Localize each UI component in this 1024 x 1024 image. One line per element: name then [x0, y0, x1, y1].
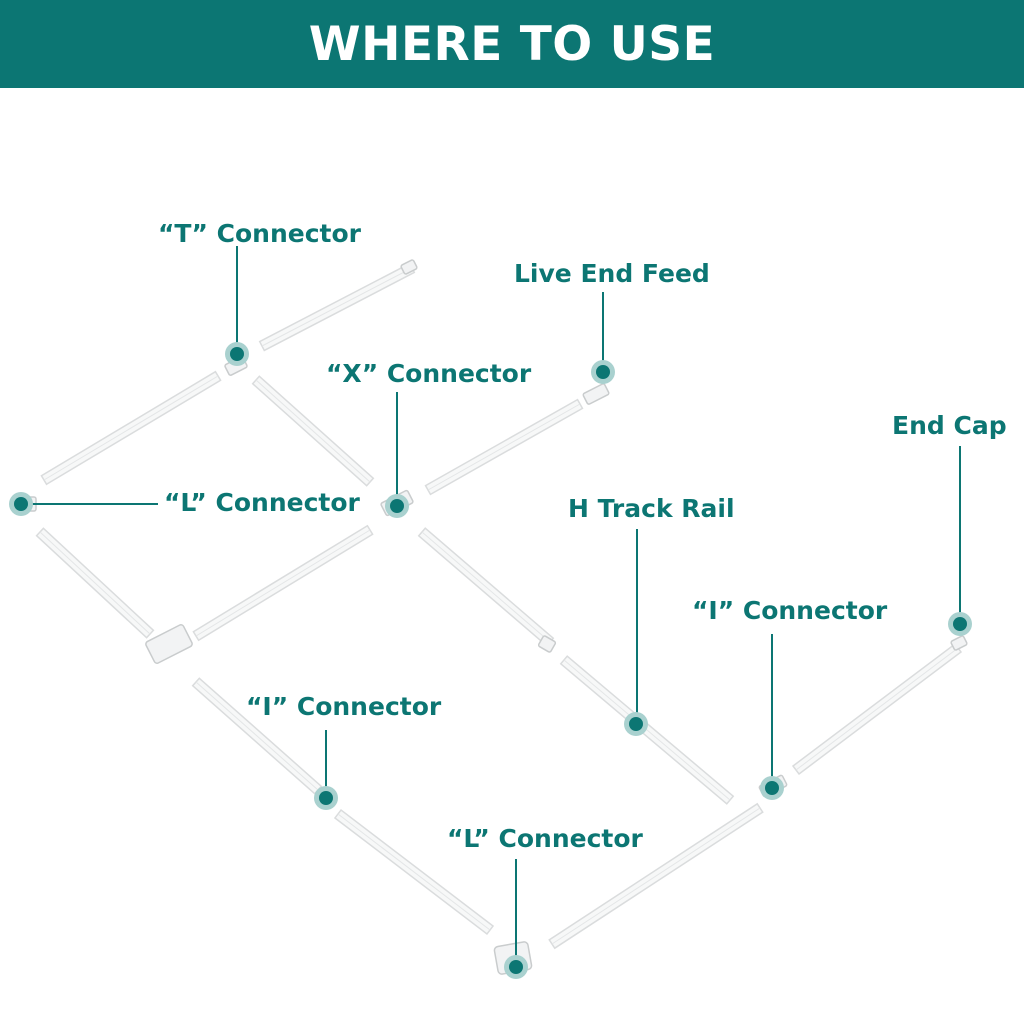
track-rail-groove [195, 681, 319, 791]
label-l-connector-bottom: “L” Connector [447, 824, 644, 853]
dot-x-connector [385, 494, 409, 518]
rail-end-piece [537, 635, 557, 653]
dot-live-end-feed [591, 360, 615, 384]
track-rail-groove [421, 531, 551, 643]
label-end-cap: End Cap [892, 411, 1007, 440]
end-cap-piece-top [400, 259, 418, 275]
t-connector-piece-middle [145, 624, 193, 664]
track-rail-groove [195, 529, 371, 637]
rail-group [35, 262, 963, 950]
track-rail-groove [261, 267, 413, 347]
track-rail-groove [337, 813, 491, 931]
dot-l-connector-bottom [504, 955, 528, 979]
track-rail-groove [795, 647, 959, 771]
track-rail-groove [551, 807, 761, 945]
label-h-track-rail: H Track Rail [568, 494, 735, 523]
track-rail-groove [43, 375, 219, 481]
dot-end-cap [948, 612, 972, 636]
dot-l-connector-left [9, 492, 33, 516]
label-i-connector-right: “I” Connector [692, 596, 888, 625]
dot-i-connector-left [314, 786, 338, 810]
end-cap-piece [950, 635, 968, 651]
dot-h-track-rail [624, 712, 648, 736]
track-rail-groove [427, 403, 581, 491]
header-banner: WHERE TO USE [0, 0, 1024, 88]
track-rail-groove [39, 531, 151, 635]
label-live-end-feed: Live End Feed [514, 259, 710, 288]
dot-t-connector [225, 342, 249, 366]
page-title: WHERE TO USE [308, 16, 716, 72]
callout-dots [9, 342, 972, 979]
leader-lines [22, 246, 961, 965]
callout-labels: “T” Connector Live End Feed “X” Connecto… [158, 219, 1007, 853]
track-rail-groove [255, 379, 371, 483]
label-l-connector-left: “L” Connector [164, 488, 361, 517]
label-t-connector: “T” Connector [158, 219, 362, 248]
dot-i-connector-right [760, 776, 784, 800]
label-x-connector: “X” Connector [326, 359, 532, 388]
label-i-connector-left: “I” Connector [246, 692, 442, 721]
live-end-feed-piece [582, 383, 610, 405]
track-rail-groove [563, 659, 731, 801]
